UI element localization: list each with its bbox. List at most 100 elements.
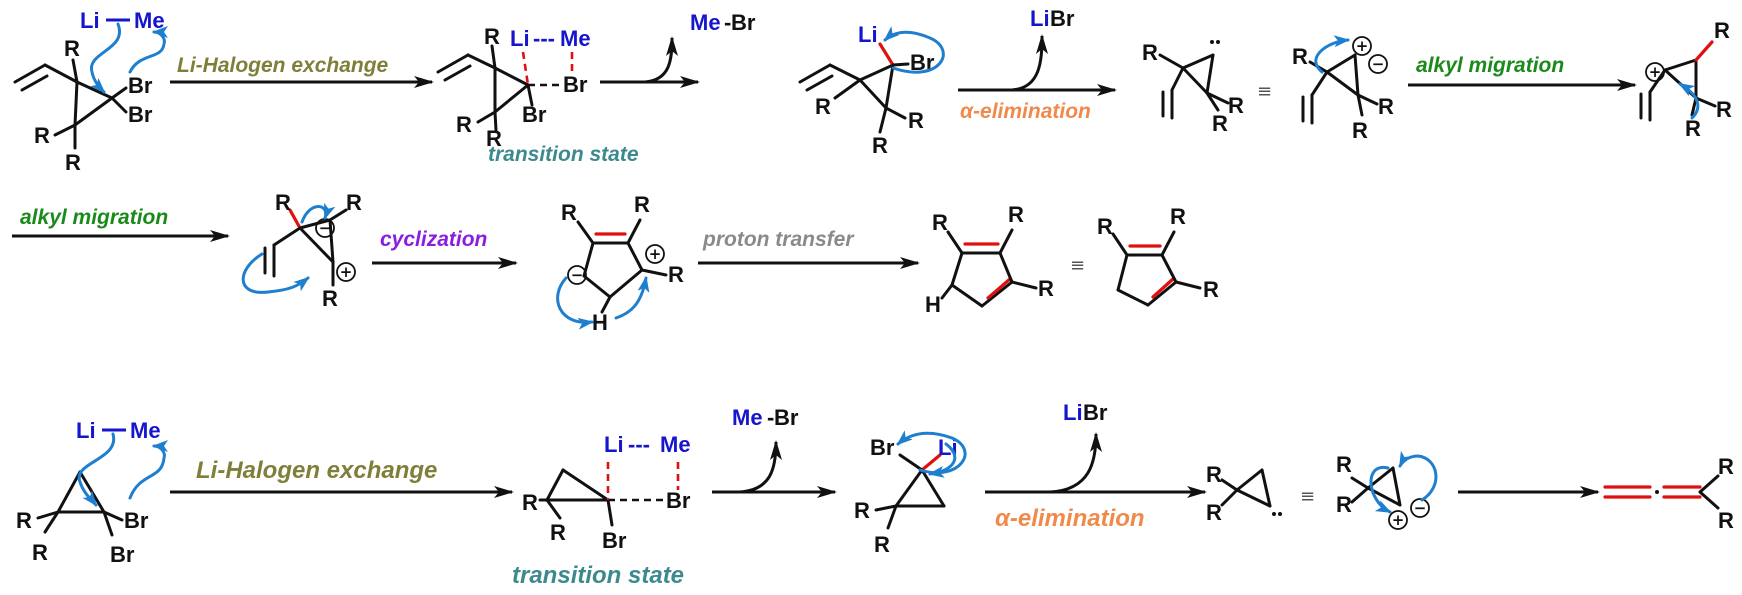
atom-r: R xyxy=(1097,214,1113,239)
migration-intermediate: + R R R xyxy=(1639,18,1732,141)
reaction-arrow-icon xyxy=(1011,34,1048,92)
label-proton-transfer: proton transfer xyxy=(702,228,855,251)
atom-r: R xyxy=(1203,277,1219,302)
atom-r: R xyxy=(874,532,890,557)
curved-electron-arrow-icon xyxy=(241,252,310,294)
atom-br: Br xyxy=(128,73,153,98)
atom-r: R xyxy=(1038,276,1054,301)
charge-circle-icon xyxy=(336,262,356,282)
atom-r: R xyxy=(1206,500,1222,525)
atom-me: Me xyxy=(134,8,165,33)
atom-r: R xyxy=(16,508,32,533)
curved-electron-arrow-icon xyxy=(128,26,169,74)
atom-br: Br xyxy=(522,102,547,127)
curved-electron-arrow-icon xyxy=(89,22,122,94)
atom-r: R xyxy=(1228,93,1244,118)
curved-electron-arrow-icon xyxy=(128,440,169,500)
atom-h: H xyxy=(925,292,941,317)
positive-charge: + xyxy=(340,263,353,281)
atom-me: Me xyxy=(732,405,763,430)
curved-electron-arrow-icon xyxy=(1678,82,1700,120)
atom-br: Br xyxy=(602,528,627,553)
lithium-bromocyclopropane: Li Br R R R xyxy=(798,22,935,158)
atom-br: Br xyxy=(1083,400,1108,425)
atom-r: R xyxy=(1336,452,1352,477)
atom-me: Me xyxy=(130,418,161,443)
cyclopentadiene-product-alt: R R R xyxy=(1097,204,1219,307)
reaction-arrow-icon xyxy=(1049,432,1102,494)
label-alpha-elimination: α-elimination xyxy=(995,505,1145,532)
curved-electron-arrow-icon xyxy=(614,276,650,320)
atom-r: R xyxy=(1714,18,1730,43)
atom-r: R xyxy=(34,123,50,148)
atom-br: Br xyxy=(870,435,895,460)
curved-electron-arrow-icon xyxy=(1314,35,1350,74)
charge-circle-icon xyxy=(1410,498,1430,518)
lithium-bromocyclopropane: Br Li R R xyxy=(854,435,958,557)
positive-charge: + xyxy=(1356,37,1369,55)
charge-circle-icon xyxy=(1645,62,1665,82)
curved-electron-arrow-icon xyxy=(896,430,967,475)
label-alkyl-migration: alkyl migration xyxy=(20,206,168,229)
allene-product: R R xyxy=(1603,454,1734,533)
transition-state-structure: R Li --- Me Br Br R R xyxy=(436,24,591,151)
atom-r: R xyxy=(1352,118,1368,143)
atom-li: Li xyxy=(858,22,878,47)
atom-me: Me xyxy=(660,432,691,457)
curved-electron-arrow-icon xyxy=(928,442,957,478)
methyllithium-reagent: Li Me xyxy=(80,8,165,33)
atom-r: R xyxy=(668,262,684,287)
atom-li: Li xyxy=(1063,400,1083,425)
atom-r: R xyxy=(65,150,81,175)
curved-electron-arrow-icon xyxy=(556,276,594,330)
atom-r: R xyxy=(1716,97,1732,122)
charge-circle-icon xyxy=(645,244,665,264)
label-transition-state: transition state xyxy=(512,562,684,589)
atom-r: R xyxy=(322,286,338,311)
atom-r: R xyxy=(932,210,948,235)
allyl-cation-intermediate: R R R − + xyxy=(263,190,362,311)
reaction-arrow-icon xyxy=(644,36,678,84)
atom-r: R xyxy=(32,540,48,565)
atom-r: R xyxy=(550,520,566,545)
charge-circle-icon xyxy=(1352,36,1372,56)
vinyl-dibromocyclopropane: R Br Br R R xyxy=(13,36,153,175)
me-br-dash: - xyxy=(724,10,731,35)
positive-charge: + xyxy=(1392,511,1405,529)
atom-li: Li xyxy=(1030,6,1050,31)
atom-r: R xyxy=(346,190,362,215)
label-transition-state: transition state xyxy=(488,143,639,166)
atom-r: R xyxy=(1292,44,1308,69)
charge-circle-icon xyxy=(1368,54,1388,74)
atom-r: R xyxy=(522,490,538,515)
atom-r: R xyxy=(64,36,80,61)
atom-br: Br xyxy=(666,488,691,513)
dibromocyclopropane: Li Me R R Br Br xyxy=(16,418,161,567)
curved-electron-arrow-icon xyxy=(1398,450,1438,502)
curved-electron-arrow-icon xyxy=(1369,465,1392,514)
atom-br: Br xyxy=(124,508,149,533)
label-li-halogen-exchange: Li-Halogen exchange xyxy=(177,54,389,77)
atom-r: R xyxy=(561,200,577,225)
atom-me: Me xyxy=(690,10,721,35)
atom-br: Br xyxy=(563,72,588,97)
label-cyclization: cyclization xyxy=(380,228,487,251)
zwitterionic-carbene-resonance: R R R + − xyxy=(1292,36,1394,143)
atom-r: R xyxy=(484,24,500,49)
negative-charge: − xyxy=(1414,499,1427,517)
li-me-partial-bond: --- xyxy=(628,432,650,457)
atom-r: R xyxy=(1685,116,1701,141)
cyclopentadiene-product: R R R H xyxy=(925,202,1054,317)
positive-charge: + xyxy=(1649,63,1662,81)
label-li-halogen-exchange: Li-Halogen exchange xyxy=(196,457,437,484)
transition-state-structure: R R Li --- Me Br Br xyxy=(522,432,691,553)
atom-r: R xyxy=(854,498,870,523)
atom-li: Li xyxy=(604,432,624,457)
atom-br: Br xyxy=(110,542,135,567)
atom-r: R xyxy=(1008,202,1024,227)
atom-r: R xyxy=(815,94,831,119)
atom-r: R xyxy=(634,192,650,217)
atom-br: Br xyxy=(1050,6,1075,31)
atom-li: Li xyxy=(80,8,100,33)
